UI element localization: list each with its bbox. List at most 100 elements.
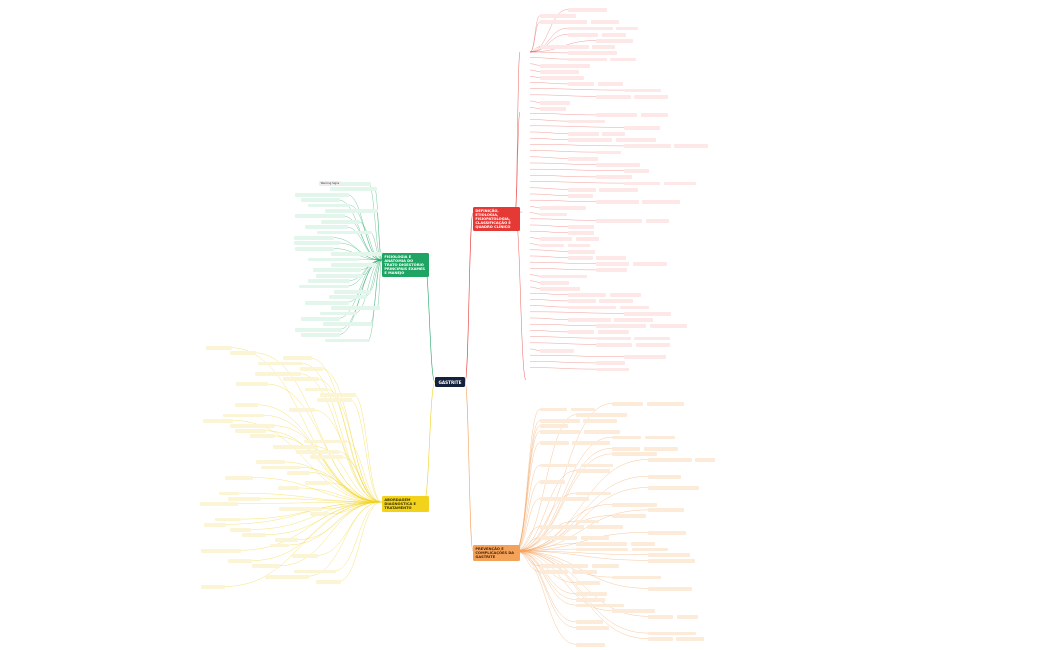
map-node[interactable] bbox=[624, 144, 671, 149]
map-node[interactable] bbox=[254, 372, 301, 376]
map-node[interactable] bbox=[250, 434, 275, 439]
map-node[interactable] bbox=[265, 574, 310, 579]
map-node[interactable] bbox=[602, 32, 626, 37]
map-node[interactable] bbox=[309, 512, 329, 517]
map-node[interactable] bbox=[309, 455, 343, 459]
map-node[interactable] bbox=[228, 559, 253, 563]
map-node[interactable] bbox=[540, 480, 565, 485]
map-node[interactable] bbox=[576, 469, 611, 473]
map-node[interactable] bbox=[648, 586, 692, 591]
map-node[interactable] bbox=[223, 413, 265, 418]
branch-red-definicao[interactable]: DEFINIÇÃO, ETIOLOGIA, FISIOPATOLOGIA, CL… bbox=[473, 207, 520, 232]
map-node[interactable] bbox=[205, 346, 232, 350]
map-node[interactable] bbox=[648, 637, 673, 641]
map-node[interactable] bbox=[576, 491, 612, 496]
map-node[interactable] bbox=[596, 342, 632, 347]
map-node[interactable] bbox=[576, 581, 600, 585]
map-node[interactable] bbox=[540, 349, 574, 353]
map-node[interactable] bbox=[648, 530, 686, 535]
map-node[interactable] bbox=[293, 236, 334, 240]
map-node[interactable] bbox=[540, 424, 569, 429]
map-node[interactable] bbox=[328, 295, 368, 300]
map-node[interactable] bbox=[224, 476, 253, 480]
map-node[interactable] bbox=[644, 435, 676, 440]
map-node[interactable] bbox=[645, 218, 669, 223]
map-node[interactable] bbox=[648, 508, 684, 513]
map-node[interactable] bbox=[634, 94, 668, 99]
branch-yellow-abordagem[interactable]: ABORDAGEM DIAGNÓSTICA E TRATAMENTO bbox=[382, 496, 429, 512]
map-node[interactable] bbox=[540, 63, 590, 68]
map-node[interactable] bbox=[200, 548, 242, 553]
map-node[interactable] bbox=[619, 305, 650, 310]
map-node[interactable] bbox=[648, 558, 695, 563]
map-node[interactable] bbox=[616, 26, 639, 31]
map-node[interactable] bbox=[576, 603, 625, 608]
map-node[interactable] bbox=[596, 361, 625, 366]
map-node[interactable] bbox=[201, 585, 225, 589]
map-node[interactable] bbox=[635, 342, 671, 347]
map-node[interactable] bbox=[325, 209, 379, 213]
map-node[interactable] bbox=[568, 26, 613, 31]
map-node[interactable] bbox=[296, 450, 340, 454]
map-node[interactable] bbox=[568, 249, 596, 254]
map-node[interactable] bbox=[321, 219, 360, 224]
map-node[interactable] bbox=[568, 243, 591, 248]
map-node[interactable] bbox=[228, 496, 261, 501]
map-node[interactable] bbox=[278, 507, 322, 511]
map-node[interactable] bbox=[612, 435, 641, 440]
map-node[interactable] bbox=[540, 564, 589, 569]
map-node[interactable] bbox=[540, 280, 570, 285]
map-node[interactable] bbox=[540, 107, 566, 111]
map-node[interactable] bbox=[674, 144, 708, 149]
map-node[interactable] bbox=[540, 287, 580, 291]
map-node[interactable] bbox=[230, 351, 256, 355]
map-node[interactable] bbox=[576, 413, 627, 417]
map-node[interactable] bbox=[299, 284, 349, 289]
map-node[interactable] bbox=[568, 293, 607, 297]
map-node[interactable] bbox=[333, 290, 372, 294]
map-node[interactable] bbox=[322, 182, 371, 186]
map-node[interactable] bbox=[632, 262, 668, 266]
map-node[interactable] bbox=[648, 614, 674, 619]
map-node[interactable] bbox=[596, 268, 628, 273]
map-node[interactable] bbox=[612, 575, 661, 580]
map-node[interactable] bbox=[540, 20, 588, 25]
map-node[interactable] bbox=[300, 333, 341, 337]
map-node[interactable] bbox=[275, 538, 298, 543]
map-node[interactable] bbox=[648, 486, 700, 490]
map-node[interactable] bbox=[612, 514, 647, 518]
map-node[interactable] bbox=[630, 542, 656, 546]
map-node[interactable] bbox=[568, 8, 607, 12]
map-node[interactable] bbox=[252, 564, 281, 569]
map-node[interactable] bbox=[599, 299, 633, 304]
map-node[interactable] bbox=[590, 20, 620, 25]
map-node[interactable] bbox=[592, 45, 616, 49]
map-node[interactable] bbox=[596, 218, 642, 223]
map-node[interactable] bbox=[575, 237, 599, 242]
map-node[interactable] bbox=[642, 200, 680, 204]
map-node[interactable] bbox=[235, 382, 268, 387]
map-node[interactable] bbox=[293, 569, 336, 574]
map-node[interactable] bbox=[540, 418, 580, 423]
map-node[interactable] bbox=[255, 460, 286, 465]
map-node[interactable] bbox=[540, 570, 569, 574]
map-node[interactable] bbox=[646, 402, 684, 406]
map-node[interactable] bbox=[214, 517, 242, 522]
map-node[interactable] bbox=[258, 361, 304, 366]
map-node[interactable] bbox=[288, 408, 316, 413]
map-node[interactable] bbox=[540, 430, 581, 434]
map-node[interactable] bbox=[540, 76, 585, 80]
map-node[interactable] bbox=[540, 45, 589, 49]
map-node[interactable] bbox=[624, 88, 661, 93]
map-node[interactable] bbox=[305, 481, 330, 485]
map-node[interactable] bbox=[597, 330, 630, 335]
map-node[interactable] bbox=[612, 402, 644, 406]
map-node[interactable] bbox=[568, 132, 599, 136]
map-node[interactable] bbox=[540, 407, 567, 412]
map-node[interactable] bbox=[576, 547, 629, 552]
map-node[interactable] bbox=[540, 206, 586, 211]
map-node[interactable] bbox=[580, 536, 610, 541]
map-node[interactable] bbox=[596, 94, 631, 99]
map-node[interactable] bbox=[316, 398, 352, 402]
map-node[interactable] bbox=[568, 231, 595, 235]
